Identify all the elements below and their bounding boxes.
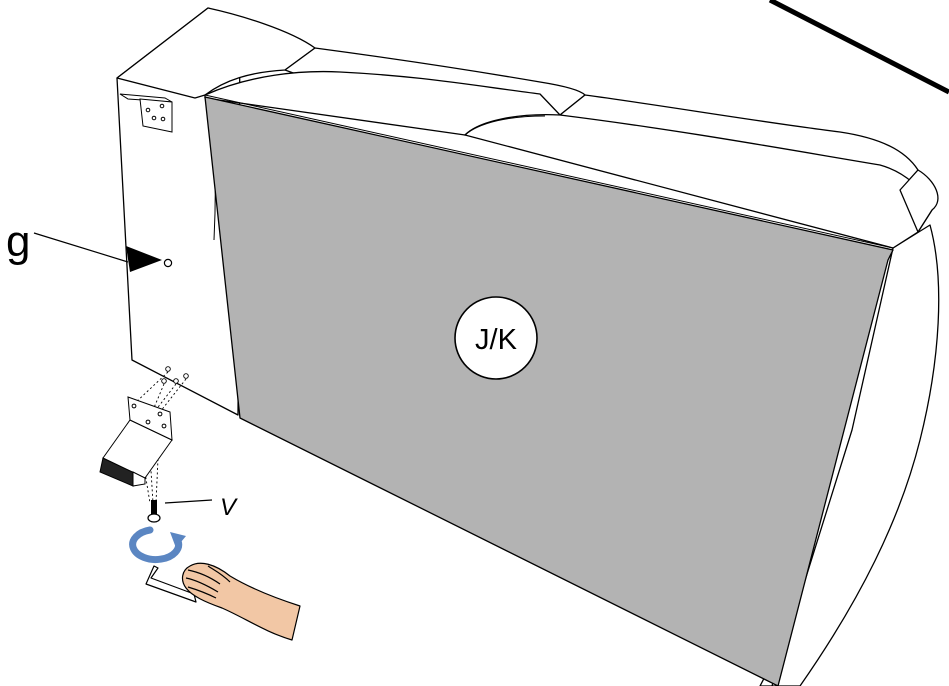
v-label: V — [220, 494, 238, 521]
g-label: g — [6, 217, 30, 266]
g-hole — [164, 259, 171, 266]
panel-label: J/K — [455, 297, 537, 379]
screw-icon — [148, 500, 160, 522]
panel-label-text: J/K — [475, 324, 518, 356]
support-bar — [770, 0, 949, 92]
g-leader-line — [34, 233, 128, 262]
rotate-arrow-icon — [133, 530, 186, 560]
v-callout: V — [165, 494, 238, 521]
v-leader-line — [165, 500, 212, 503]
hand-icon — [183, 563, 300, 640]
foot-bracket — [100, 397, 172, 486]
